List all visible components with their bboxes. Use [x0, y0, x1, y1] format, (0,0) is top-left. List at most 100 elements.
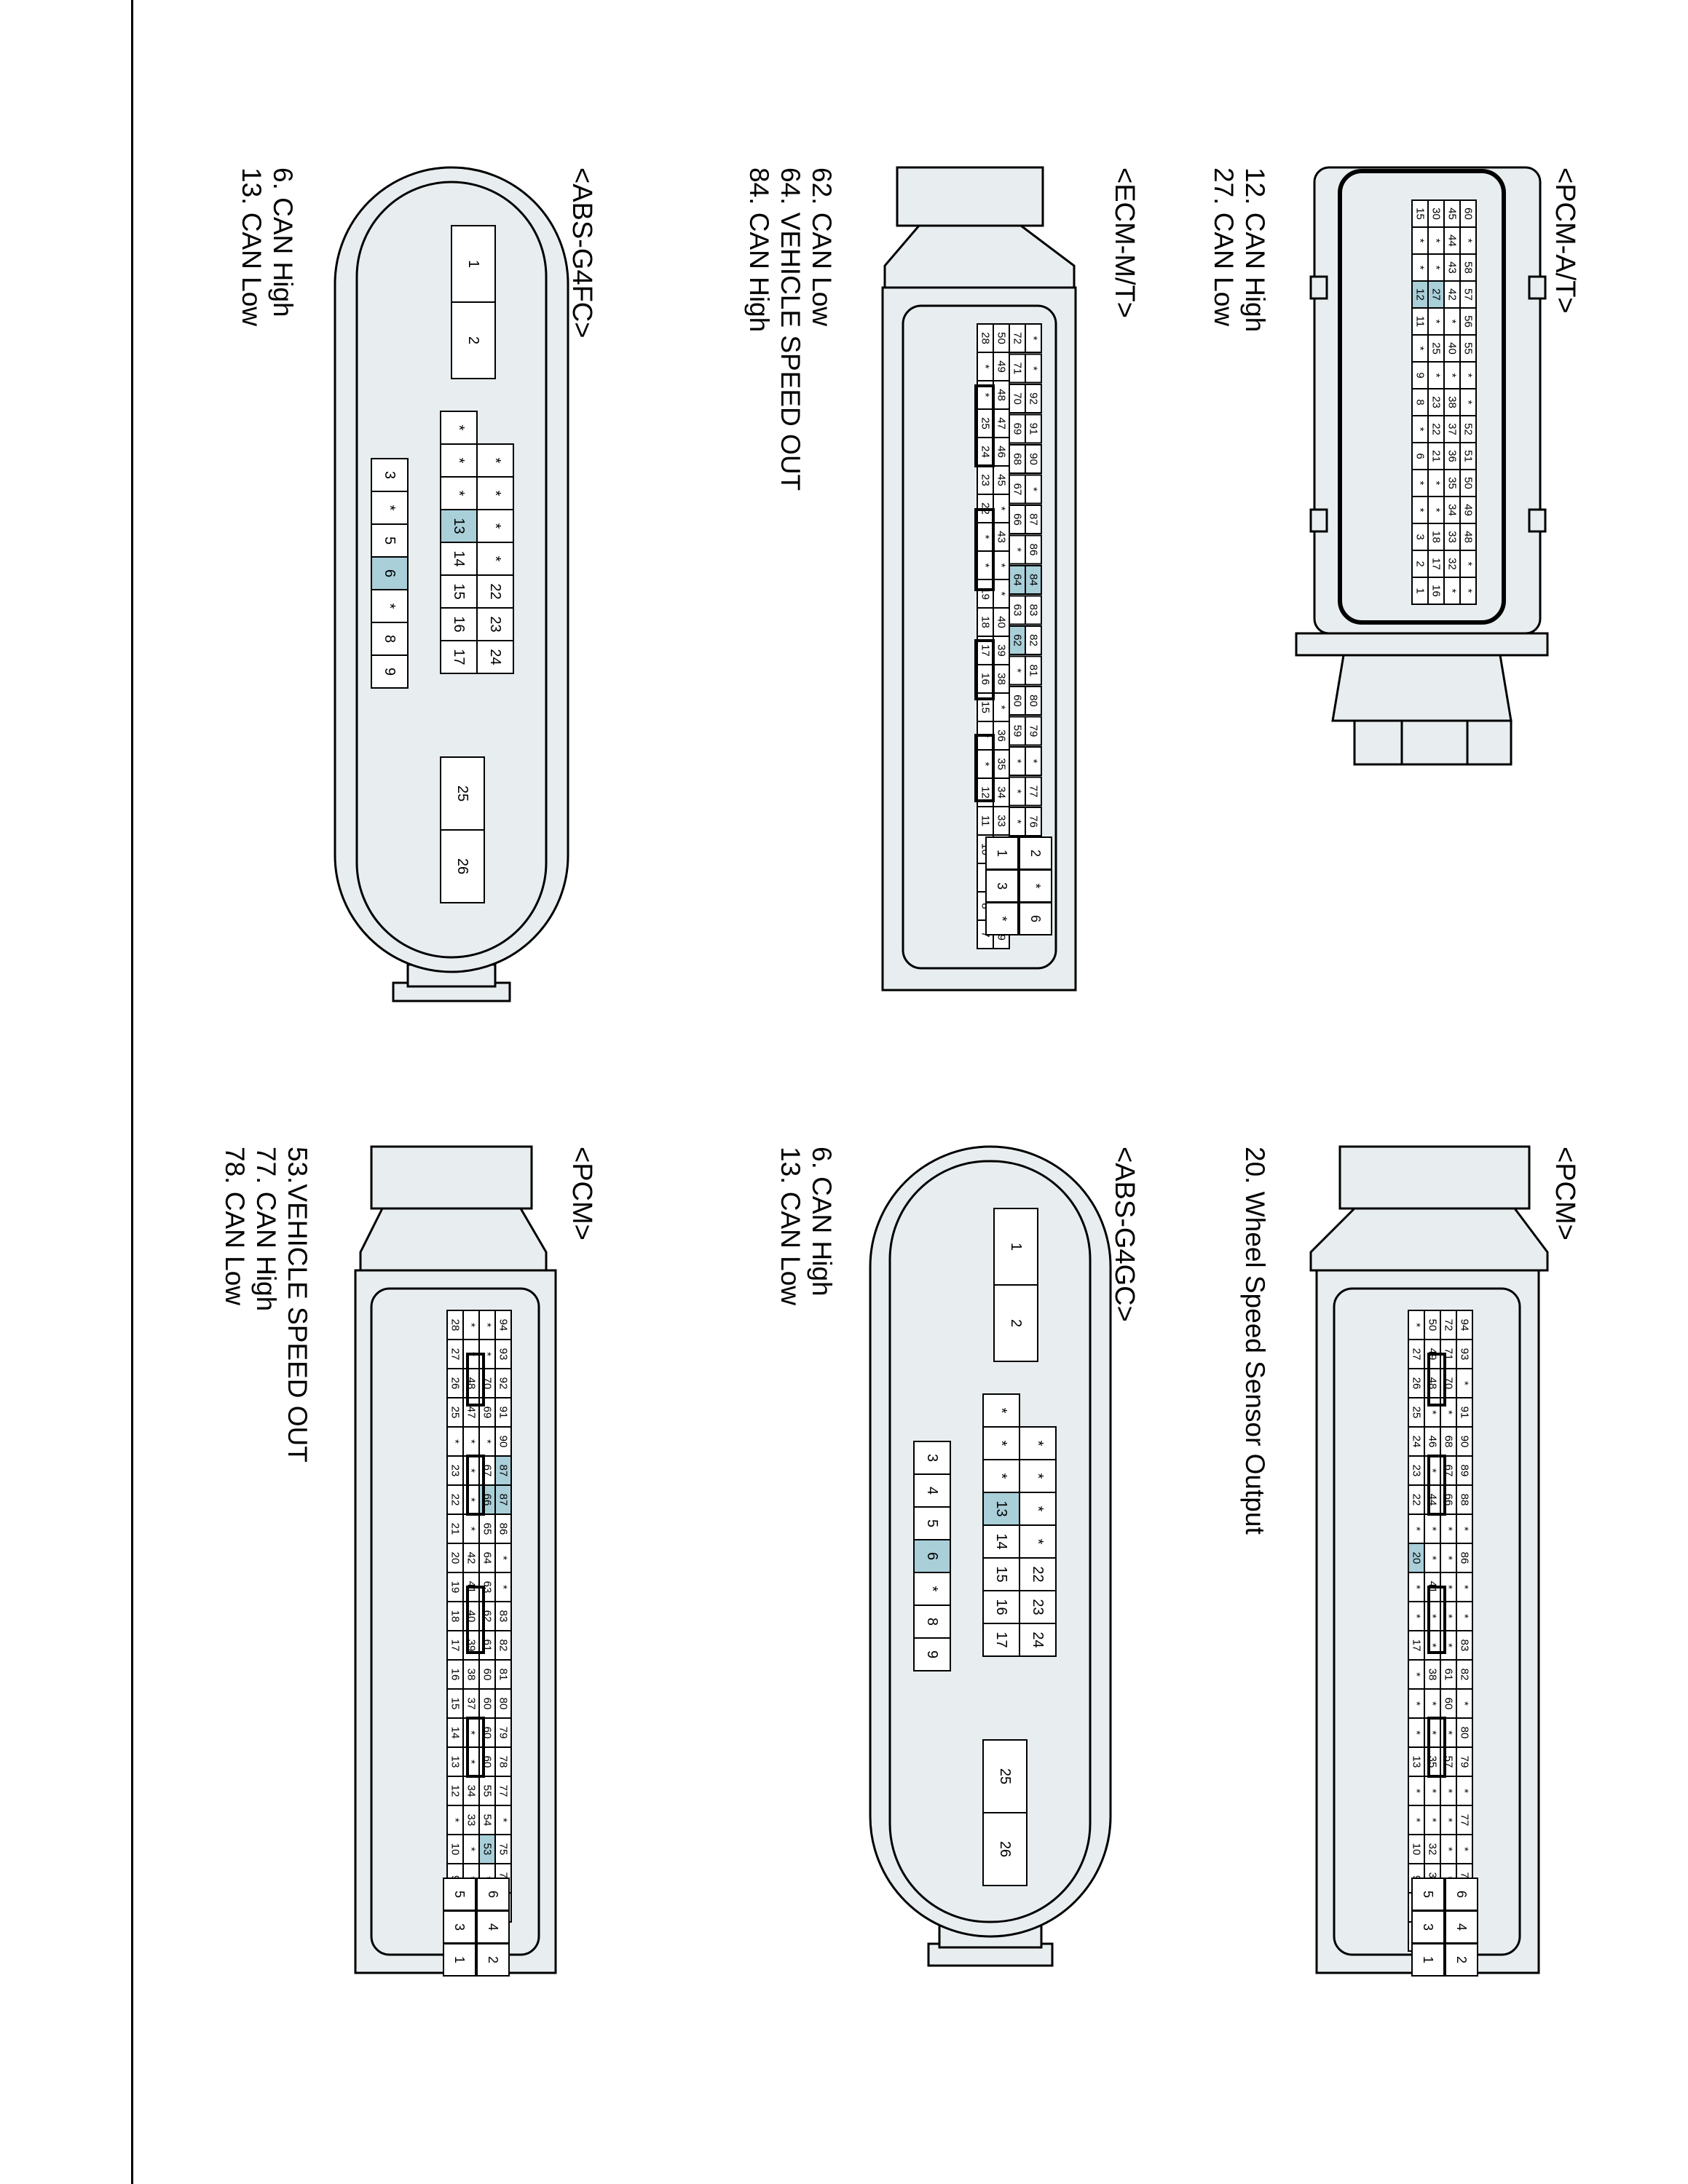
- ecm-mt-power-pin: [985, 869, 1019, 903]
- pcm-at-pin-label: *: [1430, 373, 1443, 378]
- ecm-mt-pin-label: *: [995, 705, 1008, 710]
- pcm-at-pin-label: 34: [1446, 504, 1459, 516]
- pcm-bottom-pin-label: *: [465, 1730, 478, 1735]
- pcm-at-pin-label: 50: [1462, 477, 1475, 489]
- pcm-at-pin-label: 57: [1462, 288, 1475, 301]
- pcm-bottom-pin-label: 78: [497, 1756, 510, 1768]
- ecm-mt-pin-label: 48: [995, 389, 1008, 401]
- pcm-right-pin-label: 72: [1443, 1319, 1455, 1332]
- abs-g4gc-pin: [982, 1426, 1020, 1460]
- ecm-mt-pin-label: *: [995, 592, 1008, 596]
- pcm-bottom-pin-label: *: [481, 1352, 494, 1356]
- abs-g4fc-pin-label: *: [487, 523, 503, 529]
- pcm-at-pin-label: 25: [1430, 342, 1443, 355]
- pcm-bottom-pin-label: 23: [449, 1465, 462, 1477]
- pcm-at-legend: 12. CAN High 27. CAN Low: [1208, 167, 1271, 332]
- abs-g4gc-pin-label: 8: [924, 1618, 940, 1626]
- abs-g4fc-pin-label: *: [487, 458, 503, 464]
- pcm-bottom-pin-label: *: [465, 1847, 478, 1851]
- pcm-bottom-pin-label: *: [481, 1323, 494, 1327]
- pcm-bottom-pin-label: 94: [497, 1319, 510, 1332]
- pcm-right-power-pin: [1445, 1943, 1478, 1977]
- pcm-bottom-pin-label: 38: [465, 1669, 478, 1681]
- abs-g4gc-pin-label: 5: [924, 1519, 940, 1527]
- abs-g4fc-legend: 6. CAN High 13. CAN Low: [236, 167, 299, 326]
- abs-g4gc-pin-label: 24: [1030, 1631, 1046, 1647]
- abs-g4gc-pin: [913, 1605, 951, 1639]
- pcm-at-pin-label: 32: [1446, 558, 1459, 570]
- pcm-right-pin-label: *: [1443, 1789, 1455, 1793]
- abs-g4gc-pin-label: *: [924, 1586, 940, 1592]
- ecm-mt-key-slot: [974, 384, 995, 467]
- pcm-bottom-pin-label: *: [497, 1585, 510, 1589]
- abs-g4gc-pin: [1019, 1557, 1057, 1591]
- pcm-right-power-pin-label: 2: [1454, 1956, 1469, 1963]
- pcm-right-pin-label: *: [1443, 1643, 1455, 1647]
- pcm-right-power-pin-label: 4: [1454, 1923, 1469, 1931]
- ecm-mt-pin-label: 43: [995, 531, 1008, 543]
- pcm-bottom-pin-label: 55: [481, 1785, 494, 1797]
- pcm-right-pin-label: *: [1411, 1701, 1423, 1706]
- pcm-bottom-key-slot: [466, 1717, 485, 1778]
- pcm-right-pin-label: *: [1411, 1789, 1423, 1793]
- abs-g4gc-pin-label: *: [1030, 1539, 1046, 1545]
- ecm-mt-pin-label: *: [1028, 366, 1040, 371]
- abs-g4gc-pin-label: *: [993, 1408, 1009, 1414]
- abs-g4gc-pin: [913, 1506, 951, 1540]
- pcm-bottom-power-pin-label: 6: [486, 1891, 500, 1898]
- pcm-at-pin-label: *: [1430, 239, 1443, 243]
- abs-g4gc-pin: [982, 1393, 1020, 1428]
- ecm-mt-pin-label: 39: [995, 644, 1008, 657]
- pcm-right-pin-label: 24: [1411, 1436, 1423, 1448]
- ecm-mt-pin-label: 84: [1028, 574, 1040, 586]
- pcm-right-power-pin-label: 5: [1421, 1891, 1435, 1898]
- ecm-mt-pin-label: 15: [979, 701, 992, 713]
- ecm-mt-key-slot: [974, 508, 995, 591]
- pcm-right-pin-label: *: [1427, 1614, 1439, 1618]
- abs-g4gc-pin: [1019, 1623, 1057, 1657]
- pcm-at-pin-label: *: [1414, 266, 1427, 270]
- abs-g4fc-title: <ABS-G4FC>: [567, 167, 597, 339]
- pcm-bottom-pin-label: 92: [497, 1377, 510, 1390]
- abs-g4fc-pin-label: 6: [382, 569, 398, 577]
- pcm-at-pin-label: 45: [1446, 207, 1459, 220]
- abs-g4gc-pin: [913, 1441, 951, 1475]
- pcm-at-pin-label: 17: [1430, 558, 1443, 570]
- ecm-mt-pin-label: 46: [995, 446, 1008, 458]
- ecm-mt-pin-label: 23: [979, 474, 992, 486]
- pcm-bottom-pin-label: 33: [465, 1814, 478, 1827]
- ecm-mt-legend-line-2: 64. VEHICLE SPEED OUT: [776, 167, 805, 491]
- abs-g4fc-legend-line-2: 13. CAN Low: [237, 167, 267, 326]
- abs-g4gc-pin: [982, 1590, 1020, 1624]
- abs-g4fc-pin: [440, 509, 478, 543]
- abs-g4fc-pin: [371, 523, 409, 558]
- abs-g4fc-pin: [440, 829, 485, 903]
- pcm-at-legend-line-1: 12. CAN High: [1240, 167, 1270, 333]
- pcm-right-pin-label: *: [1427, 1643, 1439, 1647]
- ecm-mt-pin-label: *: [979, 535, 992, 539]
- pcm-at-pin-label: *: [1414, 427, 1427, 432]
- pcm-bottom-pin-label: 83: [497, 1610, 510, 1623]
- abs-g4fc-pin-label: 17: [451, 649, 467, 665]
- pcm-bottom-connector: 9493929190878786**83828180797877*757473*…: [354, 1145, 557, 1977]
- pcm-right-pin-label: 22: [1411, 1494, 1423, 1506]
- pcm-right-pin-label: *: [1427, 1789, 1439, 1793]
- pcm-bottom-pin-label: 10: [449, 1843, 462, 1856]
- pcm-bottom-legend: 53.VEHICLE SPEED OUT 77. CAN High 78. CA…: [219, 1147, 313, 1463]
- pcm-bottom-pin-label: 64: [481, 1552, 494, 1564]
- pcm-right-pin-label: *: [1427, 1556, 1439, 1560]
- pcm-right-pin-label: *: [1411, 1527, 1423, 1531]
- abs-g4fc-pin-label: 22: [487, 583, 503, 599]
- abs-g4gc-pin-label: 25: [997, 1768, 1013, 1784]
- abs-g4gc-pin: [982, 1739, 1028, 1813]
- pcm-bottom-pin-label: 54: [481, 1814, 494, 1827]
- pcm-at-pin-label: 27: [1430, 288, 1443, 301]
- ecm-mt-pin-label: 83: [1028, 604, 1040, 617]
- pcm-at-pin-label: 18: [1430, 531, 1443, 543]
- pcm-bottom-key-slot: [466, 1455, 485, 1516]
- pcm-bottom-pin-label: 53: [481, 1843, 494, 1856]
- ecm-mt-pin-label: 87: [1028, 513, 1040, 526]
- ecm-mt-pin-label: *: [979, 365, 992, 369]
- pcm-at-pin-label: *: [1430, 266, 1443, 270]
